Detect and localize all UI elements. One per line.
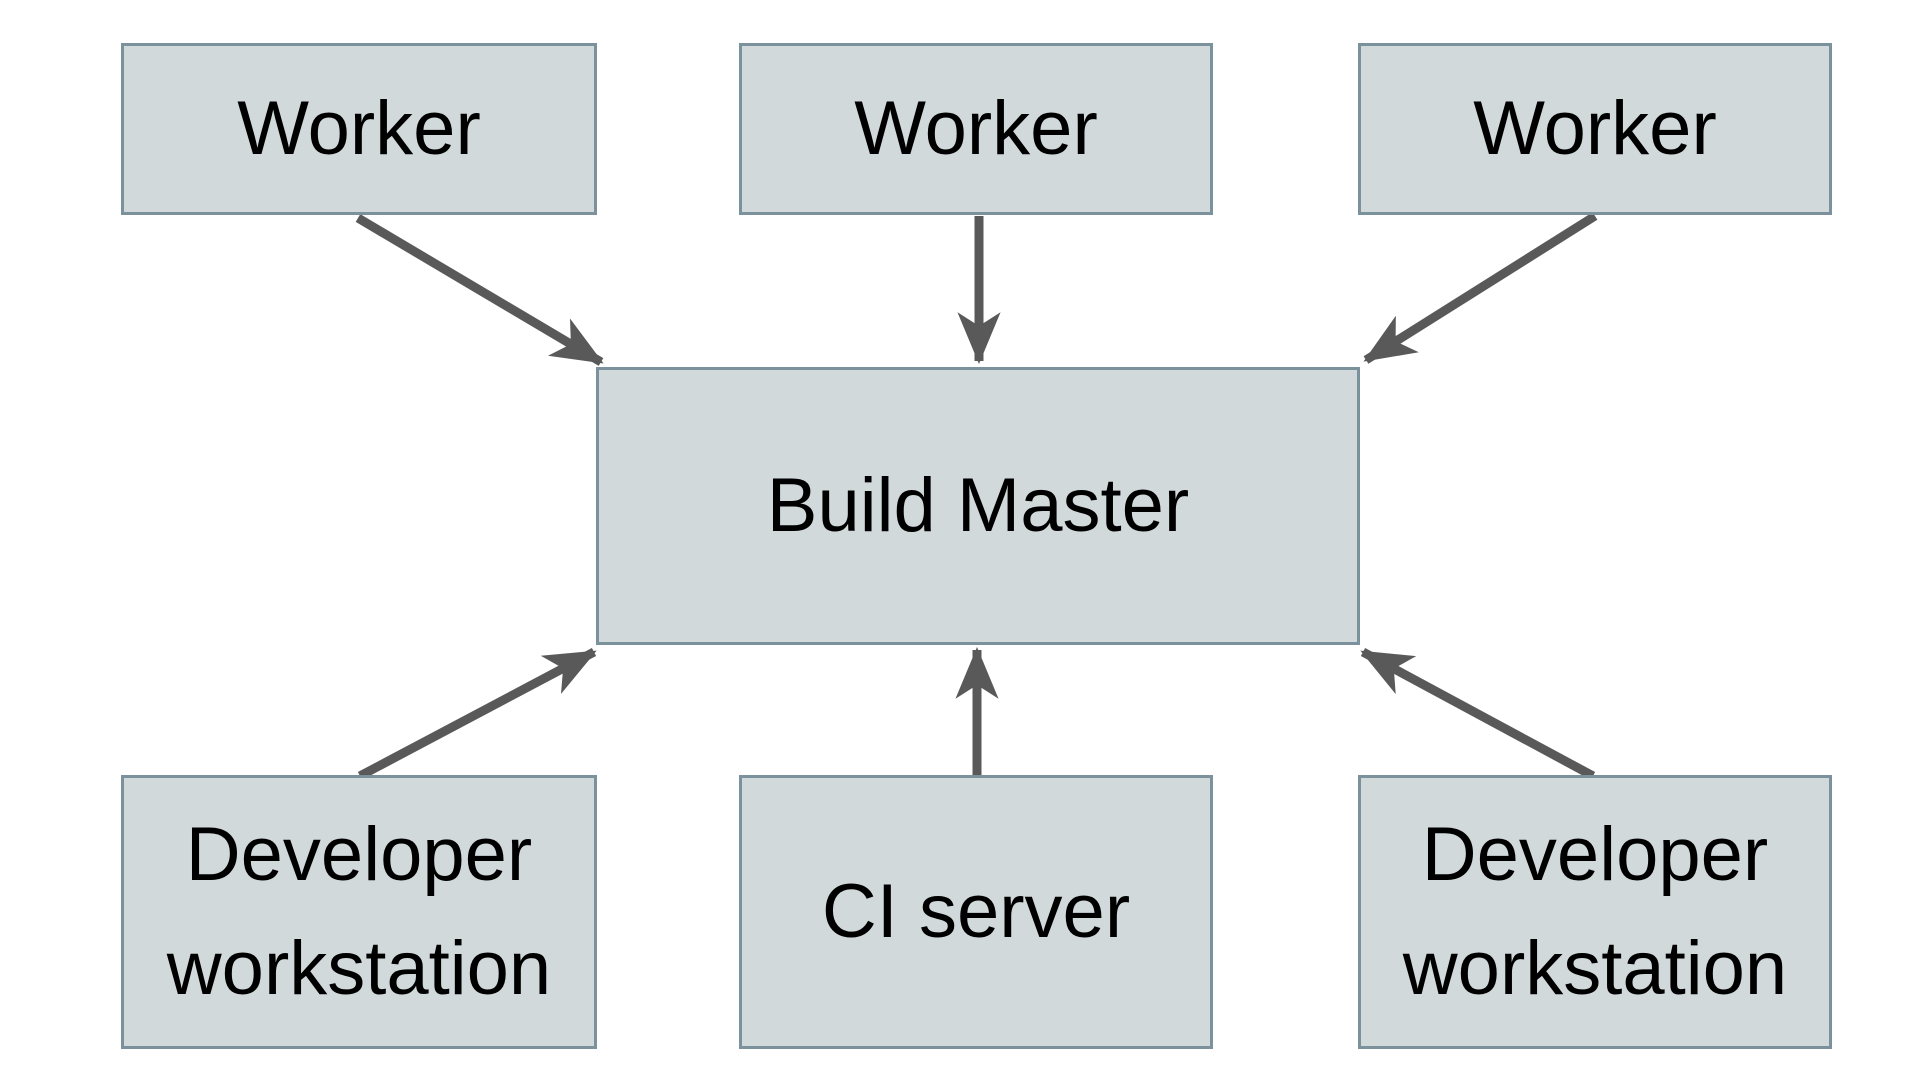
node-label: workstation (166, 926, 552, 1011)
arrow-developer-workstation-right-to-build-master (1360, 648, 1596, 780)
node-label: Worker (1473, 86, 1717, 171)
node-label: CI server (821, 869, 1131, 954)
node-build-master: Build Master (596, 367, 1360, 645)
node-label: Developer (185, 812, 533, 897)
arrow-worker-3-to-build-master (1363, 212, 1598, 364)
node-label: Worker (237, 86, 481, 171)
node-label: Worker (854, 86, 1098, 171)
node-worker-3: Worker (1358, 43, 1832, 215)
node-developer-workstation-right: Developer workstation (1358, 775, 1832, 1049)
node-worker-1: Worker (121, 43, 597, 215)
node-developer-workstation-left: Developer workstation (121, 775, 597, 1049)
node-ci-server: CI server (739, 775, 1213, 1049)
arrow-worker-1-to-build-master (355, 214, 604, 366)
node-label: Build Master (766, 463, 1190, 548)
node-label: Developer (1421, 812, 1769, 897)
arrow-developer-workstation-left-to-build-master (357, 648, 597, 780)
node-worker-2: Worker (739, 43, 1213, 215)
node-label: workstation (1402, 926, 1788, 1011)
